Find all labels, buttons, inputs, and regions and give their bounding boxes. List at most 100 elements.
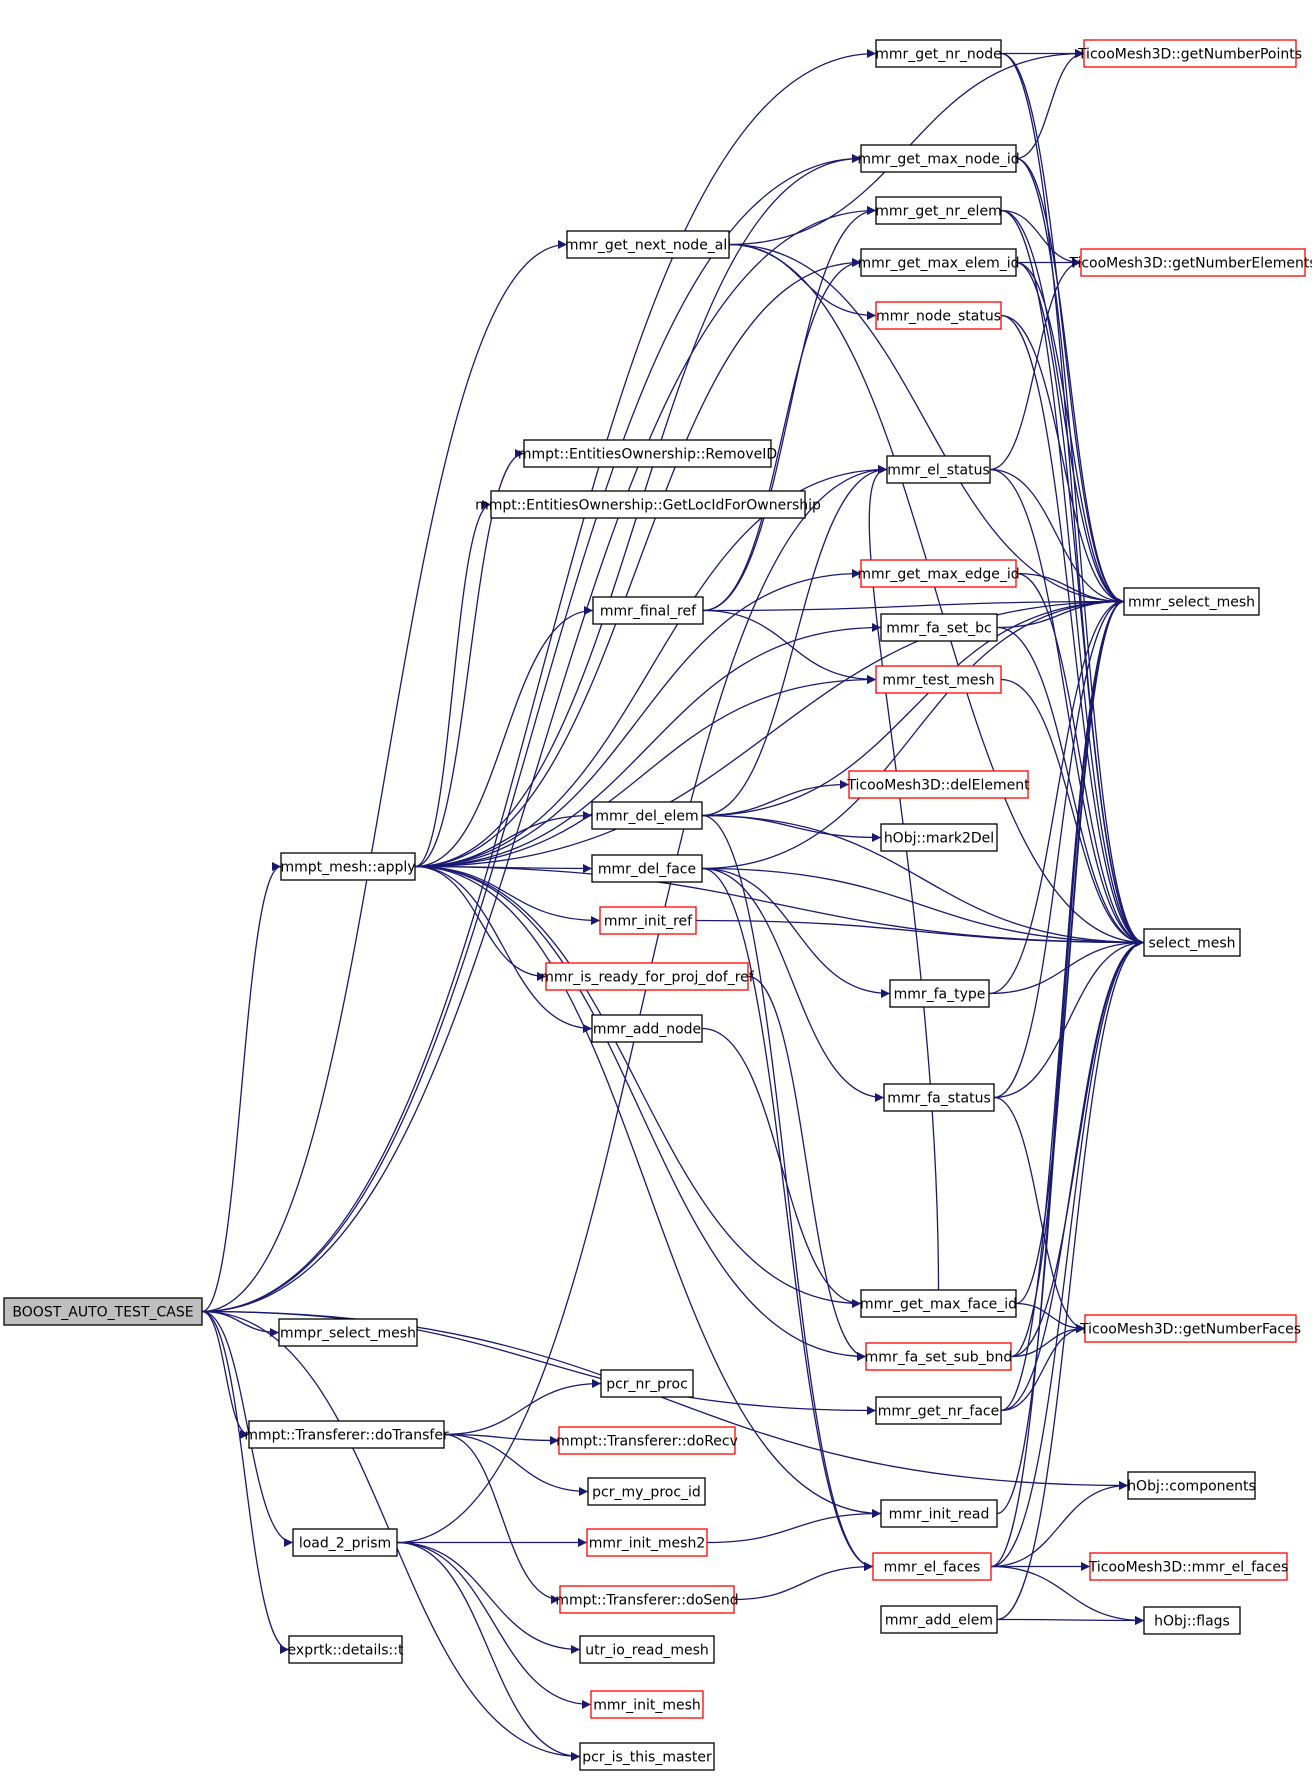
- node-add-node[interactable]: mmr_add_node: [591, 1014, 703, 1043]
- node-pcr-nr-proc[interactable]: pcr_nr_proc: [600, 1369, 694, 1398]
- node-init-read[interactable]: mmr_init_read: [880, 1499, 998, 1528]
- edge-del-face-to-el-faces: [701, 867, 874, 1571]
- edge-apply-to-final-ref: [414, 606, 594, 868]
- edge-add-node-to-get-max-face-id: [701, 1027, 862, 1308]
- node-test-mesh[interactable]: mmr_test_mesh: [875, 665, 1002, 694]
- node-box: [248, 1420, 445, 1449]
- node-utr-io-read-mesh[interactable]: utr_io_read_mesh: [579, 1635, 715, 1664]
- node-init-mesh2[interactable]: mmr_init_mesh2: [586, 1528, 708, 1557]
- node-fa-type[interactable]: mmr_fa_type: [889, 979, 990, 1008]
- edge-el-faces-to-mmr-select-mesh: [990, 597, 1125, 1568]
- node-get-nr-node[interactable]: mmr_get_nr_node: [875, 39, 1002, 68]
- node-removeid[interactable]: mmpt::EntitiesOwnership::RemoveID: [518, 439, 777, 468]
- node-label: mmpt::EntitiesOwnership::RemoveID: [518, 447, 777, 463]
- node-fa-set-sub-bnd[interactable]: mmr_fa_set_sub_bnd: [865, 1342, 1013, 1371]
- node-box: [579, 1742, 715, 1771]
- edge-apply-to-removeid: [414, 449, 525, 868]
- node-select-mesh[interactable]: select_mesh: [1143, 928, 1241, 957]
- node-final-ref[interactable]: mmr_final_ref: [592, 596, 704, 625]
- edge-root-to-get-nr-node: [201, 49, 877, 1313]
- node-getnumberfaces[interactable]: TicooMesh3D::getNumberFaces: [1079, 1314, 1301, 1343]
- node-box: [292, 1528, 398, 1557]
- node-dotransfer[interactable]: mmpt::Transferer::doTransfer: [244, 1420, 449, 1449]
- node-del-face[interactable]: mmr_del_face: [591, 854, 703, 883]
- node-get-max-edge-id[interactable]: mmr_get_max_edge_id: [857, 559, 1020, 588]
- node-add-elem[interactable]: mmr_add_elem: [880, 1605, 998, 1634]
- node-get-max-elem-id[interactable]: mmr_get_max_elem_id: [857, 248, 1020, 277]
- node-box: [880, 1499, 998, 1528]
- edge-get-max-face-id-to-el-status: [868, 465, 940, 1291]
- node-mmpr-select-mesh[interactable]: mmpr_select_mesh: [278, 1318, 418, 1347]
- edge-fa-type-to-mmr-select-mesh: [988, 597, 1125, 995]
- edge-node-status-to-select-mesh: [1000, 314, 1145, 947]
- node-box: [1127, 1471, 1256, 1500]
- node-box: [889, 979, 990, 1008]
- node-label: mmr_init_mesh2: [589, 1536, 706, 1552]
- node-el-status[interactable]: mmr_el_status: [886, 455, 991, 484]
- edge-el-status-to-select-mesh: [989, 468, 1145, 947]
- node-getlocid[interactable]: mmpt::EntitiesOwnership::GetLocIdForOwne…: [475, 490, 821, 519]
- node-fa-status[interactable]: mmr_fa_status: [883, 1083, 995, 1112]
- node-label: mmr_test_mesh: [882, 673, 994, 689]
- node-pcr-my-proc-id[interactable]: pcr_my_proc_id: [587, 1477, 706, 1506]
- node-label: mmr_fa_set_bc: [886, 621, 992, 637]
- node-mark2del[interactable]: hObj::mark2Del: [880, 823, 998, 852]
- node-get-next-node-all[interactable]: mmr_get_next_node_all: [565, 230, 731, 259]
- node-get-max-face-id[interactable]: mmr_get_max_face_id: [860, 1289, 1017, 1318]
- node-get-max-node-id[interactable]: mmr_get_max_node_id: [857, 144, 1020, 173]
- node-label: pcr_my_proc_id: [592, 1485, 701, 1501]
- node-components[interactable]: hObj::components: [1127, 1471, 1256, 1500]
- node-getnumberelements[interactable]: TicooMesh3D::getNumberElements: [1068, 248, 1312, 277]
- node-init-ref[interactable]: mmr_init_ref: [599, 906, 697, 935]
- node-flags[interactable]: hObj::flags: [1143, 1606, 1241, 1635]
- node-pcr-is-this-master[interactable]: pcr_is_this_master: [579, 1742, 715, 1771]
- node-box: [592, 596, 704, 625]
- node-mmr-select-mesh[interactable]: mmr_select_mesh: [1123, 587, 1260, 616]
- node-label: exprtk::details::t: [288, 1643, 404, 1659]
- edge-del-face-to-fa-status: [701, 867, 885, 1102]
- node-get-nr-face[interactable]: mmr_get_nr_face: [875, 1396, 1002, 1425]
- edge-init-mesh2-to-init-read: [706, 1509, 882, 1544]
- node-getnumberpoints[interactable]: TicooMesh3D::getNumberPoints: [1077, 39, 1302, 68]
- node-load-2-prism[interactable]: load_2_prism: [292, 1528, 398, 1557]
- node-dorecv[interactable]: mmpt::Transferer::doRecv: [556, 1426, 738, 1455]
- edge-del-elem-to-el-status: [701, 465, 888, 817]
- node-init-mesh[interactable]: mmr_init_mesh: [590, 1690, 704, 1719]
- node-root[interactable]: BOOST_AUTO_TEST_CASE: [3, 1297, 203, 1326]
- node-label: TicooMesh3D::mmr_el_faces: [1088, 1560, 1288, 1576]
- node-label: utr_io_read_mesh: [585, 1643, 709, 1659]
- node-label: hObj::components: [1127, 1479, 1256, 1495]
- edge-init-ref-to-select-mesh: [695, 919, 1145, 947]
- node-label: mmpt::Transferer::doRecv: [556, 1434, 738, 1450]
- node-label: mmpt::Transferer::doTransfer: [244, 1428, 449, 1444]
- node-get-nr-elem[interactable]: mmr_get_nr_elem: [875, 196, 1002, 225]
- edge-get-max-elem-id-to-select-mesh: [1015, 261, 1145, 947]
- edge-fa-set-bc-to-select-mesh: [996, 626, 1145, 947]
- node-tm-el-faces[interactable]: TicooMesh3D::mmr_el_faces: [1088, 1552, 1288, 1581]
- node-box: [875, 39, 1002, 68]
- node-fa-set-bc[interactable]: mmr_fa_set_bc: [880, 613, 998, 642]
- node-el-faces[interactable]: mmr_el_faces: [872, 1552, 992, 1581]
- edge-del-elem-to-mark2del: [701, 814, 882, 842]
- node-box: [566, 230, 730, 259]
- edge-get-max-edge-id-to-select-mesh: [1015, 572, 1145, 947]
- edge-init-read-to-mmr-select-mesh: [996, 597, 1125, 1515]
- edge-root-to-get-next-node-all: [201, 240, 568, 1313]
- node-apply[interactable]: mmpt_mesh::apply: [280, 852, 416, 881]
- edge-is-ready-to-fa-set-sub-bnd: [747, 975, 867, 1361]
- node-delelement[interactable]: TicooMesh3D::delElement: [846, 770, 1030, 799]
- edge-load-2-prism-to-init-mesh: [396, 1541, 592, 1709]
- node-box: [278, 1318, 418, 1347]
- node-box: [1080, 248, 1306, 277]
- node-is-ready[interactable]: mmr_is_ready_for_proj_dof_ref: [540, 962, 755, 991]
- edge-get-nr-face-to-select-mesh: [1000, 938, 1145, 1412]
- node-del-elem[interactable]: mmr_del_elem: [591, 801, 703, 830]
- node-label: mmr_init_ref: [604, 914, 693, 930]
- node-dosend[interactable]: mmpt::Transferer::doSend: [555, 1585, 739, 1614]
- node-box: [865, 1342, 1012, 1371]
- edge-get-max-face-id-to-getnumberfaces: [1015, 1302, 1086, 1333]
- node-exprtk-t[interactable]: exprtk::details::t: [288, 1635, 404, 1664]
- node-label: load_2_prism: [299, 1536, 391, 1552]
- node-node-status[interactable]: mmr_node_status: [875, 301, 1002, 330]
- edge-final-ref-to-get-max-elem-id: [702, 258, 862, 612]
